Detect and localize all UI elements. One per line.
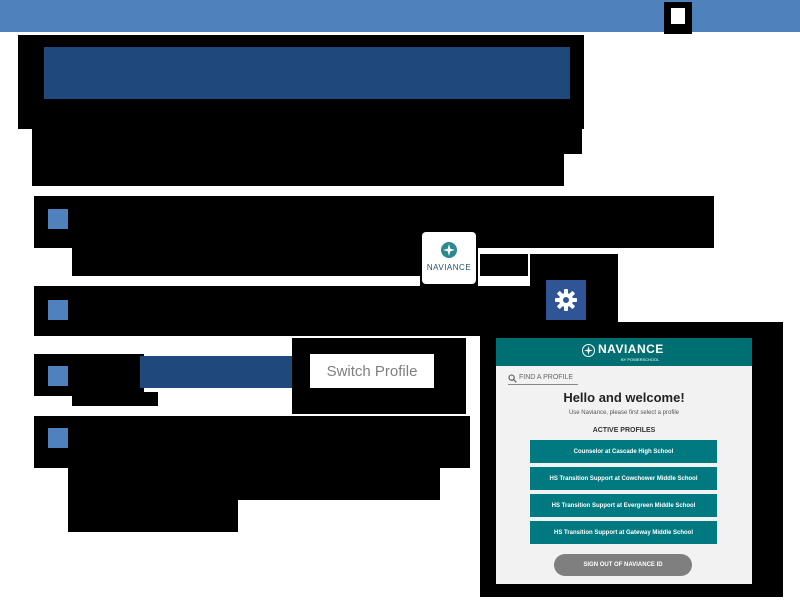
bullet-1 (48, 209, 68, 229)
welcome-panel: NAVIANCE BY POWERSCHOOL FIND A PROFILE H… (496, 338, 752, 584)
subtitle-block (32, 124, 582, 154)
welcome-panel-brand: NAVIANCE (598, 342, 664, 356)
title-bar (44, 47, 570, 99)
profile-search-placeholder: FIND A PROFILE (519, 374, 574, 381)
bullet-row-3-tail (72, 392, 158, 406)
bullet-row-1-line-2 (72, 244, 422, 276)
bullet-row-4-line-2 (68, 462, 440, 500)
profile-button-1[interactable]: Counselor at Cascade High School (530, 440, 717, 463)
profile-button-2[interactable]: HS Transition Support at Cowchower Middl… (530, 467, 717, 490)
bullet-3 (48, 366, 68, 386)
naviance-logo: NAVIANCE (420, 230, 478, 286)
subtitle-block-2 (32, 150, 564, 186)
active-profiles-label: ACTIVE PROFILES (592, 427, 656, 434)
bullet-row-4-line-3 (68, 496, 238, 532)
logo-spacer (480, 254, 528, 276)
bullet-row-4 (34, 416, 470, 468)
compass-icon (582, 344, 595, 357)
profile-button-3[interactable]: HS Transition Support at Evergreen Middl… (530, 494, 717, 517)
welcome-panel-subbrand: BY POWERSCHOOL (621, 357, 660, 362)
gear-icon (555, 289, 577, 311)
welcome-heading: Hello and welcome! (563, 390, 685, 405)
highlight-bar (140, 356, 292, 388)
profile-search[interactable]: FIND A PROFILE (508, 373, 578, 385)
signout-button[interactable]: SIGN OUT OF NAVIANCE ID (554, 554, 692, 576)
bullet-row-2 (34, 286, 534, 336)
profile-button-4[interactable]: HS Transition Support at Gateway Middle … (530, 521, 717, 544)
bullet-2 (48, 300, 68, 320)
welcome-subtext: Use Naviance, please first select a prof… (568, 410, 680, 416)
bullet-row-1 (34, 196, 714, 248)
gear-button[interactable] (546, 280, 586, 320)
top-bar-square-icon (664, 2, 692, 34)
naviance-logo-wordmark: NAVIANCE (426, 263, 472, 272)
switch-profile-label: Switch Profile (326, 362, 418, 380)
compass-icon (441, 242, 457, 258)
switch-profile-button[interactable]: Switch Profile (310, 354, 434, 388)
bullet-4 (48, 428, 68, 448)
title-block (18, 35, 584, 129)
search-icon (508, 374, 517, 383)
welcome-panel-frame: NAVIANCE BY POWERSCHOOL FIND A PROFILE H… (480, 322, 783, 597)
welcome-panel-header: NAVIANCE BY POWERSCHOOL (496, 338, 752, 366)
